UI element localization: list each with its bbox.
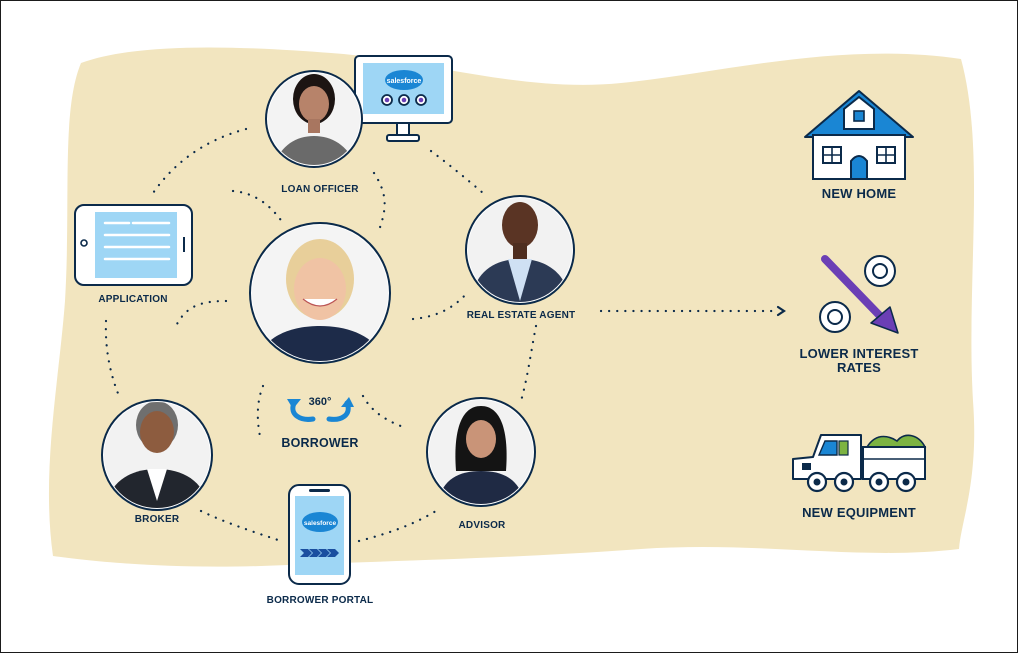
application-label: APPLICATION — [98, 294, 167, 305]
svg-text:salesforce: salesforce — [387, 78, 422, 85]
salesforce-logo-icon: salesforce — [302, 512, 338, 532]
svg-text:salesforce: salesforce — [304, 520, 337, 527]
salesforce-logo-icon: salesforce — [385, 70, 423, 90]
broker-avatar — [102, 400, 212, 510]
tablet-icon — [75, 205, 192, 285]
broker-label: BROKER — [135, 514, 180, 525]
advisor-avatar — [427, 398, 535, 506]
real-estate-agent-label: REAL ESTATE AGENT — [467, 310, 576, 321]
borrower-label: BORROWER — [281, 436, 358, 450]
new-equipment-label: NEW EQUIPMENT — [802, 505, 916, 520]
new-home-label: NEW HOME — [822, 186, 897, 201]
loan-officer-label: LOAN OFFICER — [281, 184, 358, 195]
real-estate-agent-avatar — [466, 196, 574, 304]
advisor-label: ADVISOR — [459, 520, 506, 531]
borrower-avatar — [250, 223, 390, 363]
borrower-portal-label: BORROWER PORTAL — [267, 595, 374, 606]
lower-interest-rates-label: LOWER INTEREST RATES — [794, 347, 924, 375]
svg-text:360°: 360° — [309, 396, 332, 408]
phone-icon: salesforce — [289, 485, 350, 584]
